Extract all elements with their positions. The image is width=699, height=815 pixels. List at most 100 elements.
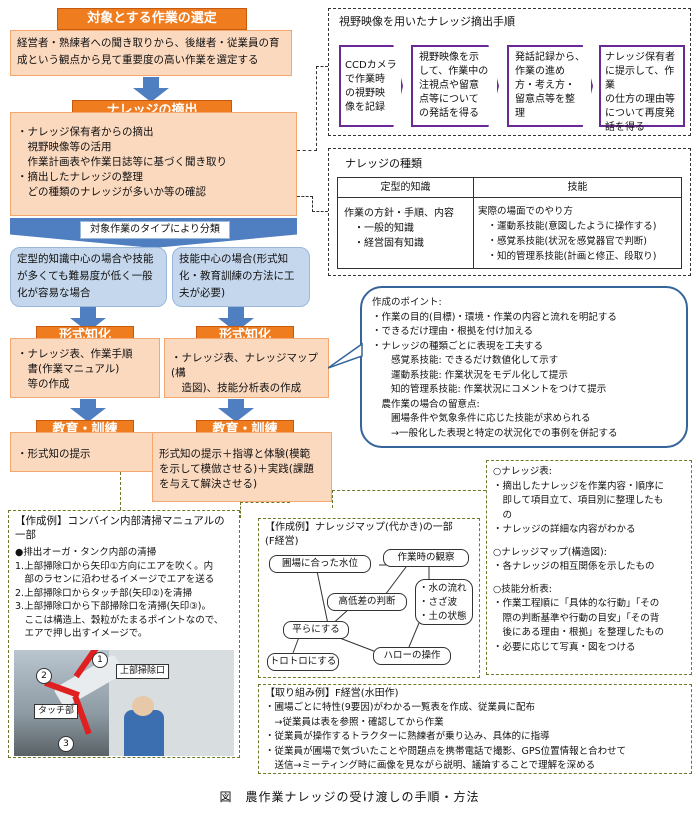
notes-spacer [493, 575, 685, 583]
callout-pointer [328, 342, 363, 369]
left-edu-body: ・形式知の提示 [10, 432, 160, 472]
points-line: 作成のポイント: [372, 297, 442, 308]
node-flow-line: ・さざ波 [419, 597, 458, 608]
marker-2: 2 [36, 668, 52, 684]
left-formal-line: 等の作成 [17, 378, 70, 390]
step2-line: ・ナレッジ保有者からの摘出 [17, 126, 154, 138]
video-panel: 視野映像を用いたナレッジ摘出手順 CCDカメラ で作業時 の視野映 像を記録 視… [328, 8, 691, 136]
down-arrow-icon [133, 88, 169, 102]
types-table: 定型的知識 技能 作業の方針・手順、内容 ・一般的知識 ・経営固有知識 実際の場… [337, 177, 682, 269]
branch-left: 定型的知識中心の場合や技能が多くても難易度が低く一般化が容易な場合 [10, 247, 167, 307]
video-step-line: 作業の進め [515, 66, 565, 77]
video-step-line: 像を記録 [345, 102, 385, 113]
node-flow: ・水の流れ ・さざ波 ・土の状態 [415, 579, 473, 625]
notes-line: ・作業工程順に「具体的な行動」「その [493, 598, 660, 609]
down-arrow-icon [70, 408, 106, 422]
video-step-1: CCDカメラ で作業時 の視野映 像を記録 [339, 45, 403, 127]
video-step-line: の仕方の理由等 [605, 94, 675, 105]
video-step-line: ナレッジ保有者 [605, 52, 675, 63]
types-col2-line: ・感覚系技能(状況を感覚器官で判断) [478, 236, 647, 247]
example1-line: 部のラセンに沿わせるイメージでエアを送る [15, 574, 215, 585]
example3-title: 【取り組み例】F経営(水田作) [265, 688, 399, 699]
left-edu-line: ・形式知の提示 [17, 448, 91, 460]
video-step-line: 発話記録から、 [515, 52, 585, 63]
notes-line: ○技能分析表: [493, 583, 552, 595]
points-line: 知的管理系技能: 作業状況にコメントをつけて提示 [372, 384, 607, 395]
points-line: 運動系技能: 作業状況をモデル化して提示 [372, 369, 568, 381]
step1-body: 経営者・熟練者への聞き取りから、後継者・従業員の育成という観点から見て重要度の高… [10, 30, 292, 76]
example3-line: →従業員は表を参照・確認してから作業 [265, 716, 444, 728]
points-line: ・作業の目的(目標)・環境・作業の内容と流れを明記する [372, 311, 617, 323]
notes-line: 後にある理由・根拠」を整理したもの [493, 627, 665, 638]
classify-label: 対象作業のタイプにより分類 [80, 221, 230, 239]
connector [120, 472, 121, 510]
video-step-2: 視野映像を示 して、作業中の 注視点や留意 点等について の発話を得る [411, 45, 499, 127]
arrow-stem [228, 307, 244, 319]
node-toro: トロトロにする [267, 653, 339, 671]
arrow-stem [228, 399, 244, 409]
right-formal-line: ・ナレッジ表、ナレッジマップ(構 [171, 352, 318, 379]
example3-panel: 【取り組み例】F経営(水田作) ・圃場ごとに特性(9要因)がわかる一覧表を作成、… [258, 684, 692, 774]
types-col1-line: ・経営固有知識 [344, 238, 424, 249]
worker-head [132, 696, 154, 716]
notes-spacer [493, 538, 685, 546]
video-step-3: 発話記録から、 作業の進め 方・考え方・ 留意点等を整 理 [507, 45, 593, 127]
left-formal-line: ・ナレッジ表、作業手順 [17, 348, 133, 360]
points-line: 圃場条件や気象条件に応じた技能が求められる [372, 413, 591, 424]
right-edu-body: 形式知の提示＋指導と体験(模範 を示して模倣させる)＋実践(課題 を与えて解決さ… [152, 432, 332, 502]
points-line: ・ナレッジの種類ごとに表現を工夫する [372, 340, 544, 352]
example3-line: ・圃場ごとに特性(9要因)がわかる一覧表を作成、従業員に配布 [265, 702, 535, 713]
types-col2-line: 実際の場面でのやり方 [478, 206, 574, 217]
example1-title: 【作成例】コンバイン内部清掃マニュアルの一部 [15, 515, 225, 541]
notes-panel: ○ナレッジ表: ・摘出したナレッジを作業内容・順序に 即して項目立て、項目別に整… [486, 460, 692, 675]
notes-line: ・摘出したナレッジを作業内容・順序に [493, 480, 665, 492]
types-col2-line: ・知的管理系技能(計画と修正、段取り) [478, 251, 657, 262]
example3-line: ・従業員が操作するトラクターに熟練者が乗り込み、具体的に指導 [265, 731, 550, 742]
example1-line: 2.上部掃除口からタッチ部(矢印②)を清掃 [15, 587, 192, 599]
notes-line: ○ナレッジマップ(構造図): [493, 546, 607, 558]
example1-line: 3.上部掃除口から下部掃除口を清掃(矢印③)。 [15, 601, 211, 612]
notes-line: 際の判断基準や行動の目安」「その背 [493, 612, 660, 624]
connector [332, 490, 333, 508]
points-line: ・できるだけ理由・根拠を付け加える [372, 326, 534, 337]
video-title: 視野映像を用いたナレッジ摘出手順 [339, 15, 515, 28]
arrow-stem [143, 77, 159, 89]
branch-right: 技能中心の場合(形式知化・教育訓練の方法に工夫が必要) [172, 247, 310, 307]
types-col1-line: ・一般的知識 [344, 223, 414, 234]
label-touch: タッチ部 [34, 704, 79, 719]
video-step-line: して、作業中の [419, 66, 489, 77]
connector [312, 196, 313, 212]
figure-caption: 図 農作業ナレッジの受け渡しの手順・方法 [219, 790, 480, 804]
step2-line: どの種類のナレッジが多いか等の確認 [17, 186, 206, 198]
step2-line: ・摘出したナレッジの整理 [17, 171, 143, 183]
step2-line: 作業計画表や作業日誌等に基づく聞き取り [17, 156, 227, 168]
left-formal-line: 書(作業マニュアル) [17, 363, 120, 375]
types-col1-body: 作業の方針・手順、内容 ・一般的知識 ・経営固有知識 [338, 198, 474, 268]
example2-panel: 【作成例】ナレッジマップ(代かき)の一部 (F経営) 圃場に合った水位 作業時の… [258, 518, 480, 678]
node-observe: 作業時の観察 [383, 549, 469, 567]
video-step-line: 点等について [419, 94, 479, 105]
notes-line: ・各ナレッジの相互関係を示したもの [493, 561, 655, 572]
right-formal-body: ・ナレッジ表、ナレッジマップ(構 造図)、技能分析表の作成 [164, 338, 329, 398]
example1-line: エアで押し出すイメージで。 [15, 628, 148, 639]
node-flat: 平らにする [283, 621, 349, 639]
video-step-line: について再度発 [605, 108, 675, 119]
notes-line: ・必要に応じて写真・図をつける [493, 641, 636, 653]
connector [297, 196, 313, 197]
example2-title: 【作成例】ナレッジマップ(代かき)の一部 [265, 522, 453, 533]
step1-title: 対象とする作業の選定 [57, 8, 247, 30]
notes-line: ・ナレッジの詳細な内容がわかる [493, 524, 636, 535]
points-line: 感覚系技能: できるだけ数値化して示す [372, 355, 559, 366]
node-harrow: ハローの操作 [373, 647, 451, 665]
connector [332, 490, 486, 491]
marker-1: 1 [92, 652, 108, 668]
marker-3: 3 [58, 736, 74, 752]
notes-line: の [493, 509, 513, 521]
video-step-4: ナレッジ保有者 に提示して、作業 の仕方の理由等 について再度発 話を得る [599, 45, 685, 133]
types-col2-head: 技能 [474, 178, 681, 198]
example2-sub: (F経営) [265, 536, 299, 547]
types-panel: ナレッジの種類 定型的知識 技能 作業の方針・手順、内容 ・一般的知識 ・経営固… [328, 148, 691, 276]
connector [316, 66, 328, 67]
step2-body: ・ナレッジ保有者からの摘出 視野映像等の活用 作業計画表や作業日誌等に基づく聞き… [10, 112, 297, 216]
label-top-port: 上部掃除口 [116, 664, 170, 679]
